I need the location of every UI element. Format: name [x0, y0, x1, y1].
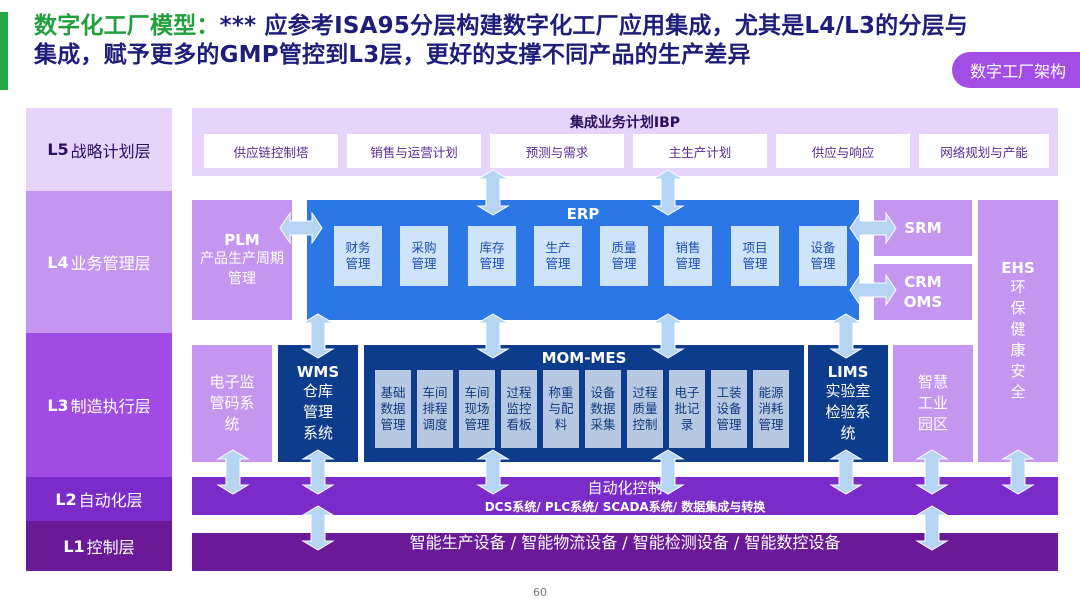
page-number: 60: [533, 586, 547, 599]
double-arrow: [216, 449, 250, 495]
level-code: L2: [55, 489, 77, 509]
mes-module: 工装设备管理: [711, 370, 747, 448]
ehs-desc: 环保健康安全: [1010, 278, 1026, 401]
plm-box: PLM 产品生产周期管理: [192, 200, 292, 320]
ibp-item: 主生产计划: [633, 134, 767, 168]
erp-module: 财务管理: [334, 226, 382, 286]
wms-title: WMS: [296, 363, 340, 381]
mes-module: 车间现场管理: [459, 370, 495, 448]
double-arrow: [1001, 449, 1035, 495]
mes-module: 过程监控看板: [501, 370, 537, 448]
ibp-item: 网络规划与产能: [919, 134, 1049, 168]
ibp-item: 预测与需求: [490, 134, 624, 168]
mes-module: 电子批记录: [669, 370, 705, 448]
level-name: 业务管理层: [70, 254, 151, 273]
oms-label: OMS: [903, 293, 943, 311]
ibp-title: 集成业务计划IBP: [569, 115, 681, 131]
ehs-title: EHS: [1001, 259, 1035, 277]
ibp-item: 销售与运营计划: [347, 134, 481, 168]
double-arrow: [829, 449, 863, 495]
ebr-box: 电子监管码系统: [192, 345, 272, 462]
mes-title: MOM-MES: [541, 349, 627, 367]
level-name: 自动化层: [78, 491, 143, 510]
erp-module: 生产管理: [534, 226, 582, 286]
ebr-label: 电子监管码系统: [209, 373, 255, 433]
ibp-item: 供应链控制塔: [204, 134, 338, 168]
erp-title: ERP: [566, 205, 600, 223]
accent-bar: [0, 12, 8, 90]
double-arrow: [829, 313, 863, 359]
double-arrow: [915, 449, 949, 495]
erp-module: 项目管理: [731, 226, 779, 286]
level-name: 制造执行层: [70, 397, 151, 416]
erp-module: 设备管理: [799, 226, 847, 286]
lims-title: LIMS: [827, 363, 869, 381]
erp-module: 库存管理: [468, 226, 516, 286]
ehs-box: EHS 环保健康安全: [978, 200, 1058, 462]
level-name: 控制层: [86, 538, 135, 557]
device-title: 智能生产设备 / 智能物流设备 / 智能检测设备 / 智能数控设备: [409, 533, 841, 552]
park-box: 智慧工业园区: [893, 345, 973, 462]
double-arrow: [301, 505, 335, 551]
double-arrow: [301, 313, 335, 359]
mes-module: 车间排程调度: [417, 370, 453, 448]
level-code: L5: [47, 140, 69, 159]
lims-desc: 实验室检验系统: [825, 382, 871, 442]
double-arrow: [849, 211, 897, 245]
srm-label: SRM: [904, 219, 942, 237]
automation-subtitle: DCS系统/ PLC系统/ SCADA系统/ 数据集成与转换: [484, 500, 766, 514]
architecture-badge: 数字工厂架构: [952, 52, 1080, 88]
wms-box: WMS 仓库管理系统: [278, 345, 358, 462]
automation-bar: [192, 477, 1058, 515]
plm-title: PLM: [224, 231, 260, 249]
title-highlight: 数字化工厂模型：: [34, 13, 220, 39]
device-bar: [192, 533, 1058, 571]
ibp-item: 供应与响应: [776, 134, 910, 168]
level-code: L1: [63, 536, 85, 556]
mes-module: 过程质量控制: [627, 370, 663, 448]
mes-module: 设备数据采集: [585, 370, 621, 448]
wms-desc: 仓库管理系统: [302, 382, 333, 442]
erp-module: 销售管理: [664, 226, 712, 286]
title-main: *** 应参考ISA95分层构建数字化工厂应用集成，尤其是L4/L3的分层与集成…: [34, 13, 968, 68]
double-arrow: [915, 505, 949, 551]
erp-module: 采购管理: [400, 226, 448, 286]
double-arrow: [651, 449, 685, 495]
double-arrow: [476, 169, 510, 216]
mes-module: 基础数据管理: [375, 370, 411, 448]
erp-module: 质量管理: [600, 226, 648, 286]
lims-box: LIMS 实验室检验系统: [808, 345, 888, 462]
level-name: 战略计划层: [70, 141, 151, 161]
double-arrow: [849, 273, 897, 307]
page-title: 数字化工厂模型：*** 应参考ISA95分层构建数字化工厂应用集成，尤其是L4/…: [34, 12, 974, 70]
double-arrow: [651, 313, 685, 359]
crm-label: CRM: [904, 273, 942, 291]
level-code: L3: [47, 395, 69, 415]
automation-title: 自动化控制: [587, 479, 663, 497]
double-arrow: [476, 313, 510, 359]
plm-desc: 产品生产周期管理: [200, 251, 284, 287]
level-code: L4: [47, 252, 69, 272]
mes-module: 称重与配料: [543, 370, 579, 448]
double-arrow: [651, 169, 685, 216]
double-arrow: [476, 449, 510, 495]
park-label: 智慧工业园区: [917, 373, 948, 433]
mes-module: 能源消耗管理: [753, 370, 789, 448]
double-arrow: [279, 211, 323, 245]
double-arrow: [301, 449, 335, 495]
